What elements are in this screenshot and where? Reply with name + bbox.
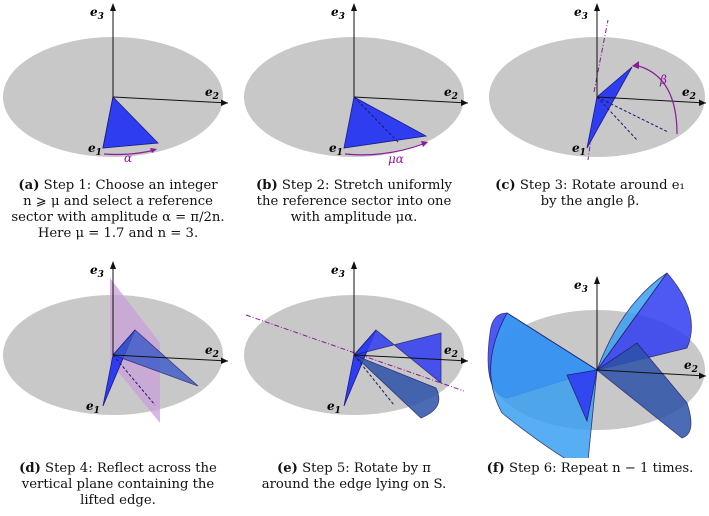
caption-c: (c) Step 3: Rotate around e₁ by the angl… [495,178,685,209]
edge-dashed-2 [596,96,669,133]
axis-e3-arrow [594,3,600,11]
sector-copy-light-left [490,312,598,458]
rotated-sector [586,66,633,149]
axis-e3-arrow [110,261,116,269]
caption-f: (f) Step 6: Repeat n − 1 times. [486,461,694,476]
label-e3: e3 [90,263,104,280]
rotation-guide-dashed [593,19,609,93]
label-e1: e1 [572,141,586,158]
label-e3: e3 [574,5,588,22]
label-e3: e3 [574,278,588,295]
figure-step-1: α e1 e2 e3 [3,3,229,165]
axis-e2-arrow [699,99,706,106]
axis-e2-arrow [221,357,228,364]
axis-e2 [112,354,229,362]
label-e1: e1 [88,141,102,158]
caption-a: (a) Step 1: Choose an integer n ⩾ μ and … [11,178,225,241]
angle-label-alpha: α [124,151,132,165]
figure-step-4: e1 e2 e3 [3,261,229,423]
label-e1: e1 [329,141,343,158]
figure-step-2: μα e1 e2 e3 [244,3,469,166]
label-e2: e2 [444,85,458,102]
figure-step-5: e1 e2 e3 [244,261,469,419]
angle-arc-mualpha [344,142,427,156]
caption-d: (d) Step 4: Reflect across the vertical … [19,461,217,508]
angle-label-mualpha: μα [388,152,404,166]
reference-edge-dashed [353,96,400,144]
label-e3: e3 [90,5,104,22]
label-e2: e2 [682,85,696,102]
label-e1: e1 [327,399,341,416]
axis-e2 [353,96,469,104]
axis-e2 [596,369,707,377]
label-e2: e2 [205,85,219,102]
caption-e: (e) Step 5: Rotate by π around the edge … [261,461,447,492]
sector-copy-top [596,272,692,371]
sector-copy-center [566,369,598,423]
caption-b: (b) Step 2: Stretch uniformly the refere… [255,178,453,225]
sector-copy-right [596,342,692,439]
axis-e2 [353,354,469,362]
angle-arc-beta [634,64,678,135]
reference-sector [102,96,159,149]
rotated-sector [352,329,442,384]
label-e2: e2 [444,343,458,360]
label-e1: e1 [86,399,100,416]
label-e3: e3 [331,263,345,280]
sector-copy-light-top [596,272,668,371]
axis-e2-arrow [699,372,706,379]
axis-e3-arrow [351,261,357,269]
label-e2: e2 [684,358,698,375]
edge-dashed [112,354,156,406]
edge-dashed [353,354,395,406]
axis-e2 [596,96,707,104]
label-e3: e3 [331,5,345,22]
angle-arc-alpha [103,149,156,156]
axis-e2-arrow [221,99,228,106]
axis-e2-arrow [461,99,468,106]
axis-e3-arrow [351,3,357,11]
angle-arc-arrow [632,61,639,69]
stretched-sector [343,96,428,149]
axis-e3-arrow [110,3,116,11]
axis-e3-arrow [594,276,600,284]
figure-step-3: β e1 e2 e3 [489,3,707,161]
label-e2: e2 [205,343,219,360]
figure-step-6: e2 e3 [487,272,707,458]
rotated-sector-front [353,354,440,419]
axis-e2-arrow [461,357,468,364]
angle-arc-arrow [421,141,428,147]
angle-label-beta: β [659,73,667,87]
rotation-axis-dashed [245,314,465,392]
angle-arc-arrow [150,148,157,153]
axis-e2 [112,96,229,104]
